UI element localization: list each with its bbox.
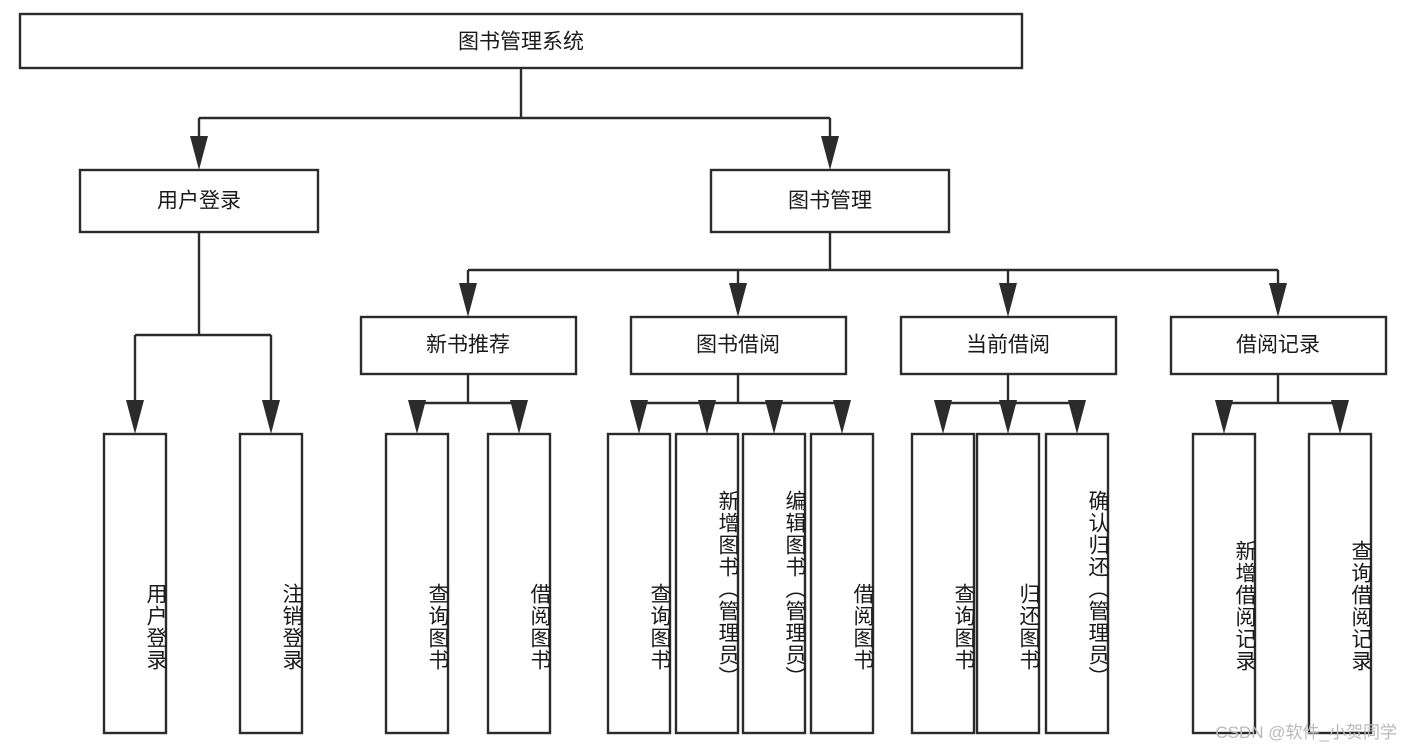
node-user-login-box[interactable] <box>78 168 320 234</box>
watermark-text: CSDN @软件_小贺同学 <box>1215 723 1397 742</box>
arrow-head-leaf-query-book-2 <box>630 400 648 434</box>
arrow-head-leaf-return-book <box>999 400 1017 434</box>
node-book-manage[interactable]: 图书管理 <box>709 168 951 234</box>
node-leaf-return-book-box[interactable] <box>975 432 1041 735</box>
connector-group-current-borrow <box>934 374 1086 434</box>
node-user-login[interactable]: 用户登录 <box>78 168 320 234</box>
node-leaf-edit-book-box[interactable] <box>741 432 807 735</box>
connector-group-new-book-recommend <box>408 374 528 434</box>
arrow-head-leaf-add-record <box>1215 400 1233 434</box>
node-leaf-borrow-book-2-box[interactable] <box>809 432 875 735</box>
node-root[interactable]: 图书管理系统 <box>18 12 1024 70</box>
node-book-borrow[interactable]: 图书借阅 <box>629 315 848 376</box>
arrow-head-leaf-add-book <box>698 400 716 434</box>
arrow-head-leaf-borrow-book-1 <box>510 400 528 434</box>
node-new-book-recommend[interactable]: 新书推荐 <box>359 315 578 376</box>
node-user-login-label: 用户登录 <box>157 190 241 213</box>
connector-group-book-manage <box>459 232 1287 317</box>
node-leaf-query-book-2-box[interactable] <box>606 432 672 735</box>
arrow-head-borrow-record <box>1269 283 1287 317</box>
arrow-head-book-manage <box>821 136 839 170</box>
node-leaf-add-record-box[interactable] <box>1191 432 1257 735</box>
node-leaf-query-book-1-box[interactable] <box>384 432 450 735</box>
node-book-manage-box[interactable] <box>709 168 951 234</box>
node-borrow-record-label: 借阅记录 <box>1236 334 1320 357</box>
node-root-box[interactable] <box>18 12 1024 70</box>
node-new-book-recommend-box[interactable] <box>359 315 578 376</box>
node-leaf-query-book-3-box[interactable] <box>910 432 976 735</box>
connector-group-user-login <box>126 232 280 434</box>
node-leaf-user-logout-box[interactable] <box>238 432 304 735</box>
node-current-borrow[interactable]: 当前借阅 <box>899 315 1118 376</box>
node-root-label: 图书管理系统 <box>458 31 584 54</box>
arrow-head-current-borrow <box>999 283 1017 317</box>
arrow-head-leaf-query-record <box>1331 400 1349 434</box>
arrow-head-leaf-user-logout <box>262 400 280 434</box>
arrow-head-new-book-recommend <box>459 283 477 317</box>
node-book-borrow-box[interactable] <box>629 315 848 376</box>
node-book-manage-label: 图书管理 <box>788 190 872 213</box>
connector-group-root <box>190 68 839 170</box>
arrow-head-book-borrow <box>729 283 747 317</box>
node-current-borrow-box[interactable] <box>899 315 1118 376</box>
node-leaf-borrow-book-1-box[interactable] <box>486 432 552 735</box>
arrow-head-leaf-confirm-return <box>1068 400 1086 434</box>
node-current-borrow-label: 当前借阅 <box>966 334 1050 357</box>
node-borrow-record[interactable]: 借阅记录 <box>1169 315 1388 376</box>
node-leaf-user-login-box[interactable] <box>102 432 168 735</box>
node-leaf-add-book-box[interactable] <box>674 432 740 735</box>
connector-group-book-borrow <box>630 374 851 434</box>
node-borrow-record-box[interactable] <box>1169 315 1388 376</box>
arrow-head-leaf-borrow-book-2 <box>833 400 851 434</box>
connector-group-borrow-record <box>1215 374 1349 434</box>
node-book-borrow-label: 图书借阅 <box>696 334 780 357</box>
arrow-head-leaf-user-login <box>126 400 144 434</box>
arrow-head-leaf-query-book-3 <box>934 400 952 434</box>
node-leaf-confirm-return-box[interactable] <box>1044 432 1110 735</box>
arrow-head-leaf-edit-book <box>765 400 783 434</box>
arrow-head-leaf-query-book-1 <box>408 400 426 434</box>
arrow-head-user-login <box>190 136 208 170</box>
node-leaf-query-record-box[interactable] <box>1307 432 1373 735</box>
node-new-book-recommend-label: 新书推荐 <box>426 334 510 357</box>
